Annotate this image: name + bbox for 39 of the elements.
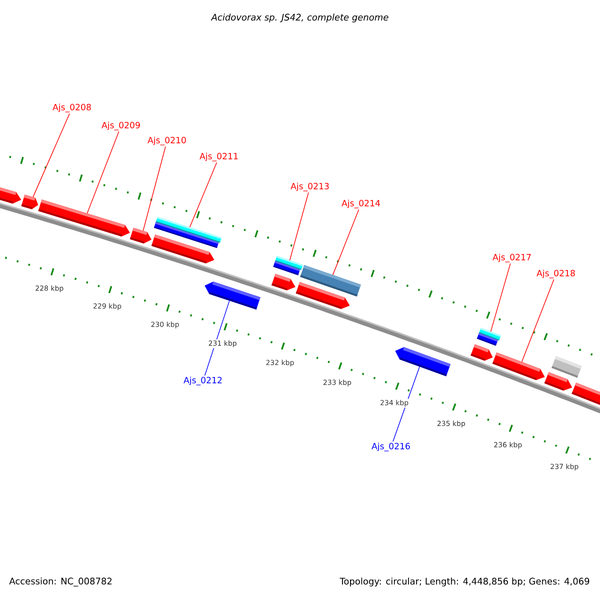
gene-label: Ajs_0208: [52, 104, 91, 112]
gene-block: [38, 200, 130, 236]
gene-label: Ajs_0211: [200, 152, 238, 162]
leader-line: [392, 366, 420, 442]
gene-label: Ajs_0209: [102, 122, 140, 130]
gene-block: [544, 372, 572, 391]
gene-block: [130, 228, 152, 244]
gene-label: Ajs_0210: [148, 136, 186, 146]
leader-line: [289, 192, 309, 261]
gene-label: Ajs_0217: [492, 254, 531, 262]
gene-bar: [552, 356, 582, 378]
gene-label: Ajs_0218: [536, 270, 575, 278]
leader-line: [142, 146, 166, 232]
gene-block: [21, 194, 38, 210]
gene-block: [395, 347, 451, 376]
gene-label: Ajs_0212: [184, 376, 222, 386]
title: Acidovorax sp. JS42, complete genome: [210, 14, 388, 22]
gene-block: [0, 186, 22, 204]
gene-block: [572, 382, 600, 406]
gene-block: [296, 282, 350, 310]
footer-text: Accession: NC_008782: [9, 578, 112, 586]
gene-bar: [476, 333, 498, 346]
gene-label: Ajs_0213: [290, 182, 329, 192]
leader-line: [332, 209, 360, 276]
leader-line: [32, 113, 70, 198]
gene-label: Ajs_0216: [372, 442, 410, 452]
leader-line: [86, 131, 120, 214]
gene-bar: [273, 261, 300, 276]
gene-block: [151, 234, 214, 264]
gene-block: [204, 282, 260, 310]
leader-line: [204, 300, 230, 376]
leader-line: [189, 162, 218, 228]
leader-line: [521, 279, 554, 362]
footer-text: Topology: circular; Length: 4,448,856 bp; Genes: 4,069: [340, 578, 590, 586]
gene-block: [272, 274, 296, 290]
gene-block: [492, 352, 545, 380]
gene-block: [470, 344, 493, 361]
gene-label: Ajs_0214: [342, 200, 380, 208]
leader-line: [490, 263, 511, 332]
